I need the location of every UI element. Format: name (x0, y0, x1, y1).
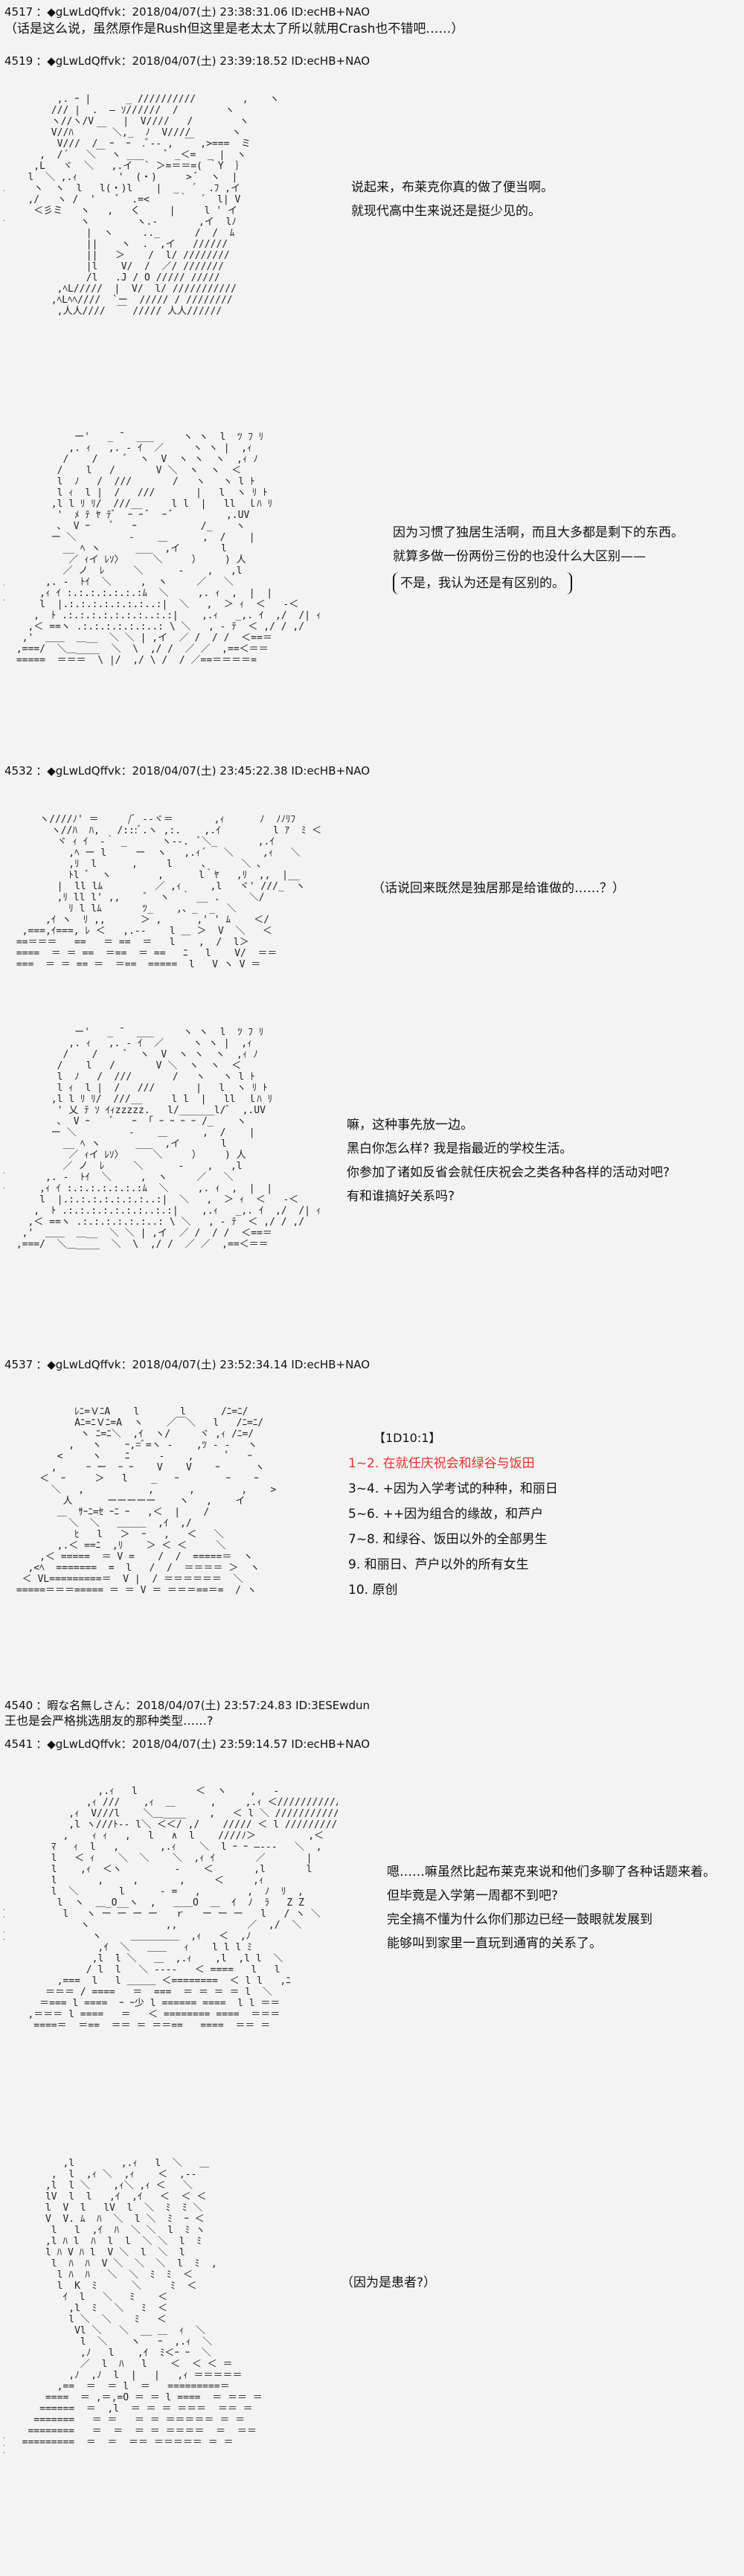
post-author[interactable]: ◆gLwLdQffvk (47, 54, 121, 68)
ascii-art-character-6: ,.ｨ l ＜ ヽ , - ,ｨ /// ,ｨ ＿ , ,.ｨ ＜///////… (28, 1786, 338, 2031)
decor-dots: . . (3, 580, 6, 603)
decor-dots: . . . . (3, 1904, 6, 1942)
decor-dots: . . . (3, 2432, 6, 2455)
dice-result-list: 【1D10:1】 1~2. 在就任庆祝会和绿谷与饭田 3~4. +因为入学考试的… (348, 1426, 558, 1603)
post-id[interactable]: ID:ecHB+NAO (291, 764, 371, 778)
post-author[interactable]: ◆gLwLdQffvk (47, 764, 121, 778)
ascii-art-character-1: ,. ｰ | _ ////////// , ￣ヽ /// | . ― ｿ////… (28, 94, 280, 317)
post-header-4540: 4540：暇な名無しさん：2018/04/07(土) 23:57:24.83 I… (4, 1699, 371, 1712)
dialogue-4519-b: 因为习惯了独居生活啊，而且大多都是剩下的东西。 就算多做一份两份三份的也没什么大… (393, 521, 684, 595)
boxed-reply: 不是，我认为还是有区别的。 (393, 572, 572, 595)
post-id[interactable]: ID:ecHB+NAO (291, 5, 371, 19)
dialogue-4519-a: 说起来，布莱克你真的做了便当啊。 就现代高中生来说还是挺少见的。 (351, 180, 554, 219)
ascii-art-character-4: ー' _ ̄ ___ ヽ ヽ l ﾂ ﾌ ﾘ ,. ｨ ,. - ｲ ／ ヽ ヽ… (16, 1027, 321, 1250)
ascii-art-character-7: ,l ,.ｨ l ＼ ＿ , l ,ｨ ＼ ,ｨ ＜ ,-‐ ,l l ＼ ,ｨ… (22, 2158, 263, 2448)
post-author[interactable]: ◆gLwLdQffvk (47, 5, 121, 19)
decor-dots: . . (3, 1167, 6, 1191)
choice-option-selected: 1~2. 在就任庆祝会和绿谷与饭田 (348, 1456, 535, 1471)
post-text: （话是这么说，虽然原作是Rush但这里是老太太了所以就用Crash也不错吧……） (4, 22, 464, 36)
choice-option: 10. 原创 (348, 1583, 398, 1598)
dialogue-4541-a: 嗯……嘛虽然比起布莱克来说和他们多聊了各种话题来着。 但毕竟是入学第一周都不到吧… (387, 1865, 716, 1951)
post-author[interactable]: ◆gLwLdQffvk (47, 1737, 121, 1751)
post-header-4519: 4519：◆gLwLdQffvk：2018/04/07(土) 23:39:18.… (4, 54, 371, 68)
ascii-art-character-3: ヽ////ﾉ' ＝ /ﾞ ‐‐ヾ＝ ,ｨ ﾉ ﾉﾉﾘﾌ ヽ//ﾊ ﾊ, /:::… (16, 814, 322, 970)
choice-option: 9. 和丽日、芦户以外的所有女生 (348, 1557, 529, 1572)
post-header-4517: 4517：◆gLwLdQffvk：2018/04/07(土) 23:38:31.… (4, 5, 371, 19)
post-id[interactable]: ID:ecHB+NAO (291, 1358, 371, 1371)
dialogue-4541-b: （因为是患者?） (341, 2275, 437, 2290)
ascii-art-character-2: ー' _ ̄ ___ ヽ ヽ l ﾂ ﾌ ﾘ ,. ｨ ,. - ｲ ／ ヽ ヽ… (16, 432, 321, 666)
post-id[interactable]: ID:3ESEwdun (295, 1699, 371, 1712)
dialogue-4532-a: （话说回来既然是独居那是给谁做的……？） (372, 881, 625, 896)
post-author[interactable]: ◆gLwLdQffvk (47, 1358, 121, 1371)
decor-dots: . . (3, 185, 6, 223)
post-id[interactable]: ID:ecHB+NAO (291, 54, 371, 68)
ascii-art-character-5: ﾚﾆ=ＶﾆA l l /ﾆ=ﾆ/ Aﾆ=ﾆＶﾆ=A ヽ ／￣＼ l /ﾆ=ﾆ/ … (16, 1406, 277, 1596)
post-text: 王也是会严格挑选朋友的那种类型……? (4, 1714, 214, 1728)
post-id[interactable]: ID:ecHB+NAO (291, 1737, 371, 1751)
post-header-4541: 4541：◆gLwLdQffvk：2018/04/07(土) 23:59:14.… (4, 1737, 371, 1751)
choice-option: 5~6. ++因为组合的缘故，和芦户 (348, 1507, 544, 1522)
choice-option: 3~4. +因为入学考试的种种，和丽日 (348, 1481, 558, 1496)
post-author[interactable]: 暇な名無しさん (47, 1699, 126, 1712)
dice-result-title: 【1D10:1】 (373, 1431, 441, 1445)
choice-option: 7~8. 和绿谷、饭田以外的全部男生 (348, 1532, 548, 1547)
post-header-4532: 4532：◆gLwLdQffvk：2018/04/07(土) 23:45:22.… (4, 764, 371, 778)
dialogue-4532-b: 嘛，这种事先放一边。 黑白你怎么样? 我是指最近的学校生活。 你参加了诸如反省会… (347, 1118, 670, 1204)
post-header-4537: 4537：◆gLwLdQffvk：2018/04/07(土) 23:52:34.… (4, 1358, 371, 1371)
